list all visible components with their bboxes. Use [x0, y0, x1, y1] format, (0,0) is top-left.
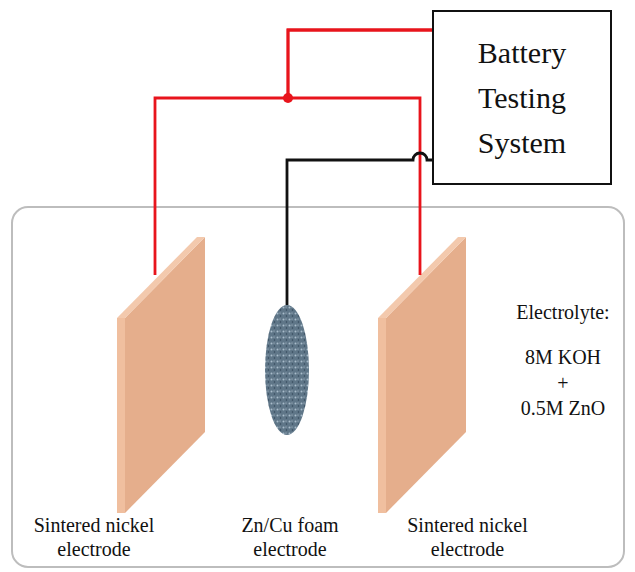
- nickel-plate: [378, 237, 466, 513]
- wire: [155, 30, 432, 275]
- electrode: Zn/Cu foam electrode: [215, 305, 365, 561]
- electrode-label: Sintered nickel electrode: [13, 513, 175, 561]
- wire: [288, 30, 432, 275]
- electrolyte-label: 8M KOH: [525, 345, 601, 369]
- wire: [287, 153, 432, 305]
- junction-dot: [283, 93, 293, 103]
- cell-container: [12, 207, 624, 567]
- nickel-plate: [117, 237, 205, 513]
- instrument-box: Battery Testing System: [432, 10, 612, 185]
- electrolyte-label: 0.5M ZnO: [521, 396, 605, 420]
- electrode-label: Sintered nickel electrode: [385, 513, 550, 561]
- electrolyte-label: Electrolyte:: [516, 300, 609, 324]
- box-label: Battery Testing System: [457, 30, 587, 165]
- foam-electrode: [265, 305, 309, 435]
- electrode-label: Zn/Cu foam electrode: [215, 513, 365, 561]
- electrode: Sintered nickel electrode: [13, 275, 175, 561]
- electrolyte-label: +: [557, 371, 568, 395]
